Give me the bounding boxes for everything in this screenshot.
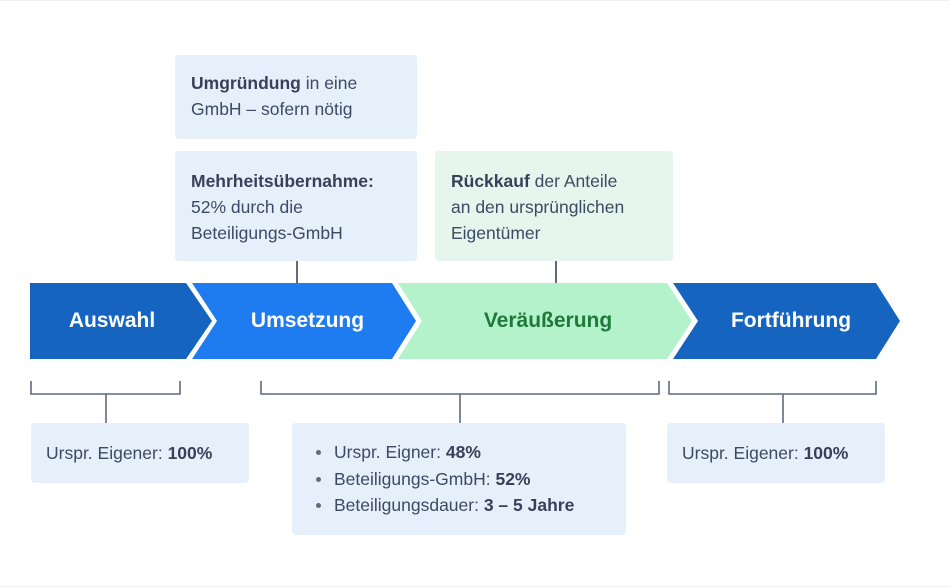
list-item-label: Urspr. Eigner: (334, 442, 446, 462)
phase-label-umsetzung: Umsetzung (250, 309, 365, 332)
ownership-box-left: Urspr. Eigener: 100% (31, 423, 249, 483)
list-item-value: 3 – 5 Jahre (483, 495, 575, 515)
arrow-umsetzung (192, 283, 416, 359)
ownership-right-text: Urspr. Eigener: (682, 443, 804, 463)
arrow-veraeusserung (398, 283, 692, 359)
mehrheitsuebernahme-box: Mehrheitsübernahme: 52% durch die Beteil… (175, 151, 417, 261)
arrow-auswahl (30, 283, 212, 359)
rueckkauf-box: Rückkauf der Anteile an den ursprünglich… (435, 151, 673, 261)
mehrheit-line3: Beteiligungs-GmbH (191, 223, 343, 243)
rueckkauf-bold: Rückkauf (451, 171, 530, 191)
list-item: Beteiligungs-GmbH: 52% (314, 466, 604, 493)
arrow-fortfuehrung (673, 283, 900, 359)
list-item: Beteiligungsdauer: 3 – 5 Jahre (314, 492, 604, 519)
phase-label-auswahl: Auswahl (68, 309, 156, 332)
phase-label-veraeusserung: Veräußerung (483, 309, 613, 332)
rueckkauf-line3: Eigentümer (451, 223, 541, 243)
ownership-middle-list: Urspr. Eigner: 48% Beteiligungs-GmbH: 52… (314, 439, 604, 519)
rueckkauf-rest: der Anteile (529, 171, 618, 191)
bracket-auswahl (30, 381, 181, 423)
list-item: Urspr. Eigner: 48% (314, 439, 604, 466)
ownership-box-middle: Urspr. Eigner: 48% Beteiligungs-GmbH: 52… (292, 423, 626, 535)
umgruendung-rest: in eine (300, 73, 358, 93)
umgruendung-line2: GmbH – sofern nötig (191, 99, 353, 119)
list-item-label: Beteiligungs-GmbH: (334, 468, 496, 489)
bracket-umsetzung-veraeusserung (260, 381, 660, 423)
mehrheit-line2: 52% durch die (191, 197, 303, 217)
list-item-value: 52% (495, 468, 531, 489)
connector-umsetzung-top (296, 261, 298, 283)
phase-label-fortfuehrung: Fortführung (730, 309, 852, 332)
bracket-fortfuehrung (668, 381, 877, 423)
ownership-right-value: 100% (803, 443, 849, 463)
mehrheit-bold: Mehrheitsübernahme: (191, 171, 374, 191)
ownership-left-text: Urspr. Eigener: (46, 443, 168, 463)
list-item-value: 48% (445, 442, 481, 462)
rueckkauf-line2: an den ursprünglichen (451, 197, 625, 217)
list-item-label: Beteiligungsdauer: (334, 495, 484, 515)
umgruendung-box: Umgründung in eine GmbH – sofern nötig (175, 55, 417, 139)
connector-veraeusserung-top (555, 261, 557, 283)
umgruendung-bold: Umgründung (191, 73, 301, 93)
ownership-box-right: Urspr. Eigener: 100% (667, 423, 885, 483)
ownership-left-value: 100% (167, 443, 213, 463)
